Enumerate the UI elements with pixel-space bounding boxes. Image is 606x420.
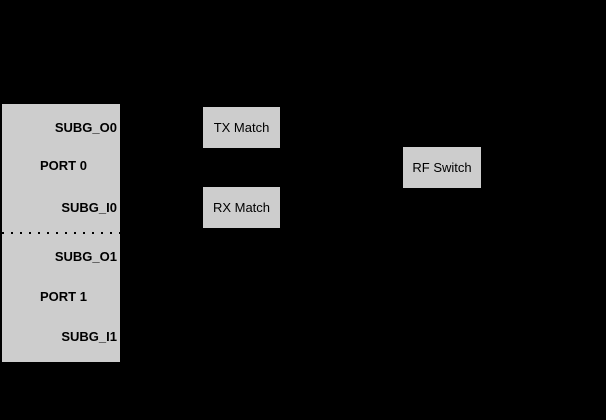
tx-match-label: TX Match bbox=[213, 120, 270, 135]
rf-switch-label: RF Switch bbox=[412, 160, 472, 175]
pin-label-subg-i1: SUBG_I1 bbox=[61, 329, 117, 344]
tx-match-block: TX Match bbox=[203, 107, 280, 148]
rx-match-block: RX Match bbox=[203, 187, 280, 228]
port-0-label: PORT 0 bbox=[40, 158, 87, 173]
rf-switch-block: RF Switch bbox=[403, 147, 481, 188]
pin-label-subg-o1: SUBG_O1 bbox=[54, 249, 117, 264]
pin-label-subg-o0: SUBG_O0 bbox=[54, 120, 117, 135]
rx-match-label: RX Match bbox=[212, 200, 271, 215]
pin-label-subg-i0: SUBG_I0 bbox=[61, 200, 117, 215]
port-1-label: PORT 1 bbox=[40, 289, 87, 304]
port-separator-dotted-line bbox=[2, 232, 120, 234]
transceiver-ports-box: SUBG_O0 PORT 0 SUBG_I0 SUBG_O1 PORT 1 SU… bbox=[2, 104, 120, 362]
